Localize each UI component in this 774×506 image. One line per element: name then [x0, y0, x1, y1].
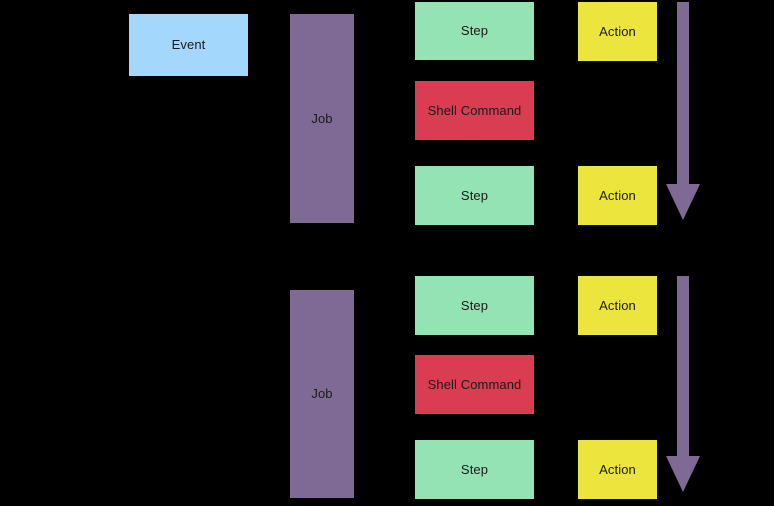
node-label: Event: [171, 37, 206, 53]
down-arrow-icon: [664, 276, 702, 492]
node-shell_command[interactable]: Shell Command: [415, 81, 534, 140]
down-arrow-icon: [664, 2, 702, 220]
node-label: Action: [599, 187, 636, 203]
node-label: Job: [311, 386, 333, 402]
node-job[interactable]: Job: [290, 290, 354, 498]
node-label: Step: [460, 297, 489, 313]
node-label: Action: [599, 297, 636, 313]
node-label: Step: [460, 23, 489, 39]
node-label: Shell Command: [427, 102, 522, 118]
node-label: Job: [311, 110, 333, 126]
node-action[interactable]: Action: [578, 166, 657, 225]
node-job[interactable]: Job: [290, 14, 354, 223]
node-action[interactable]: Action: [578, 440, 657, 499]
node-label: Step: [460, 461, 489, 477]
node-shell_command[interactable]: Shell Command: [415, 355, 534, 414]
node-label: Step: [460, 187, 489, 203]
node-label: Shell Command: [427, 376, 522, 392]
node-action[interactable]: Action: [578, 2, 657, 61]
node-label: Action: [599, 23, 636, 39]
node-step[interactable]: Step: [415, 276, 534, 335]
node-step[interactable]: Step: [415, 166, 534, 225]
node-step[interactable]: Step: [415, 440, 534, 499]
node-action[interactable]: Action: [578, 276, 657, 335]
node-label: Action: [599, 461, 636, 477]
node-step[interactable]: Step: [415, 2, 534, 60]
node-event[interactable]: Event: [129, 14, 248, 76]
